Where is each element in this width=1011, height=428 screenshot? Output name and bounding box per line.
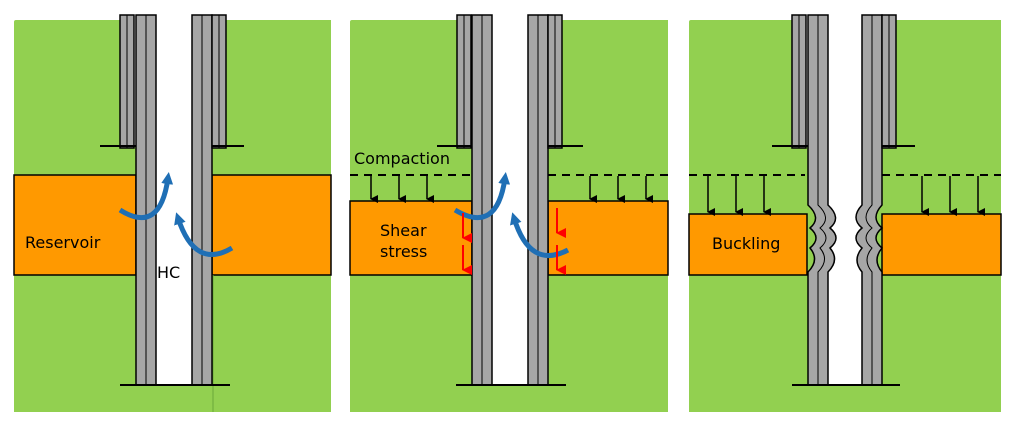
flow-arrow-right (174, 212, 234, 258)
reservoir-layer-left (688, 213, 808, 276)
hc-label: HC (157, 263, 180, 282)
casing-right (191, 14, 244, 386)
panel-3-buckling: Buckling (688, 14, 1002, 412)
reservoir-layer-right (547, 200, 669, 276)
casing-left (100, 14, 157, 386)
reservoir-layer-right (881, 213, 1002, 276)
shear-stress-arrows (462, 208, 566, 275)
buckling-label: Buckling (712, 234, 780, 253)
panel-2-compaction: Compaction Shear stress (349, 14, 669, 412)
flow-arrow-left (118, 172, 174, 221)
reservoir-label: Reservoir (25, 233, 101, 252)
casing-left (437, 14, 493, 386)
casing-right (527, 14, 583, 386)
compaction-arrows (370, 176, 653, 203)
flow-arrow-right (510, 212, 570, 259)
wellbore (828, 15, 862, 385)
reservoir-layer-right (211, 174, 332, 276)
casing-right-buckled (855, 14, 915, 386)
compaction-arrows (707, 176, 985, 216)
panel-1-initial: Reservoir HC (13, 14, 332, 412)
casing-left-buckled (772, 14, 837, 386)
reservoir-layer-left (13, 174, 137, 276)
compaction-label: Compaction (354, 149, 450, 168)
shear-stress-label-line2: stress (380, 242, 427, 261)
shear-stress-label-line1: Shear (380, 221, 427, 240)
